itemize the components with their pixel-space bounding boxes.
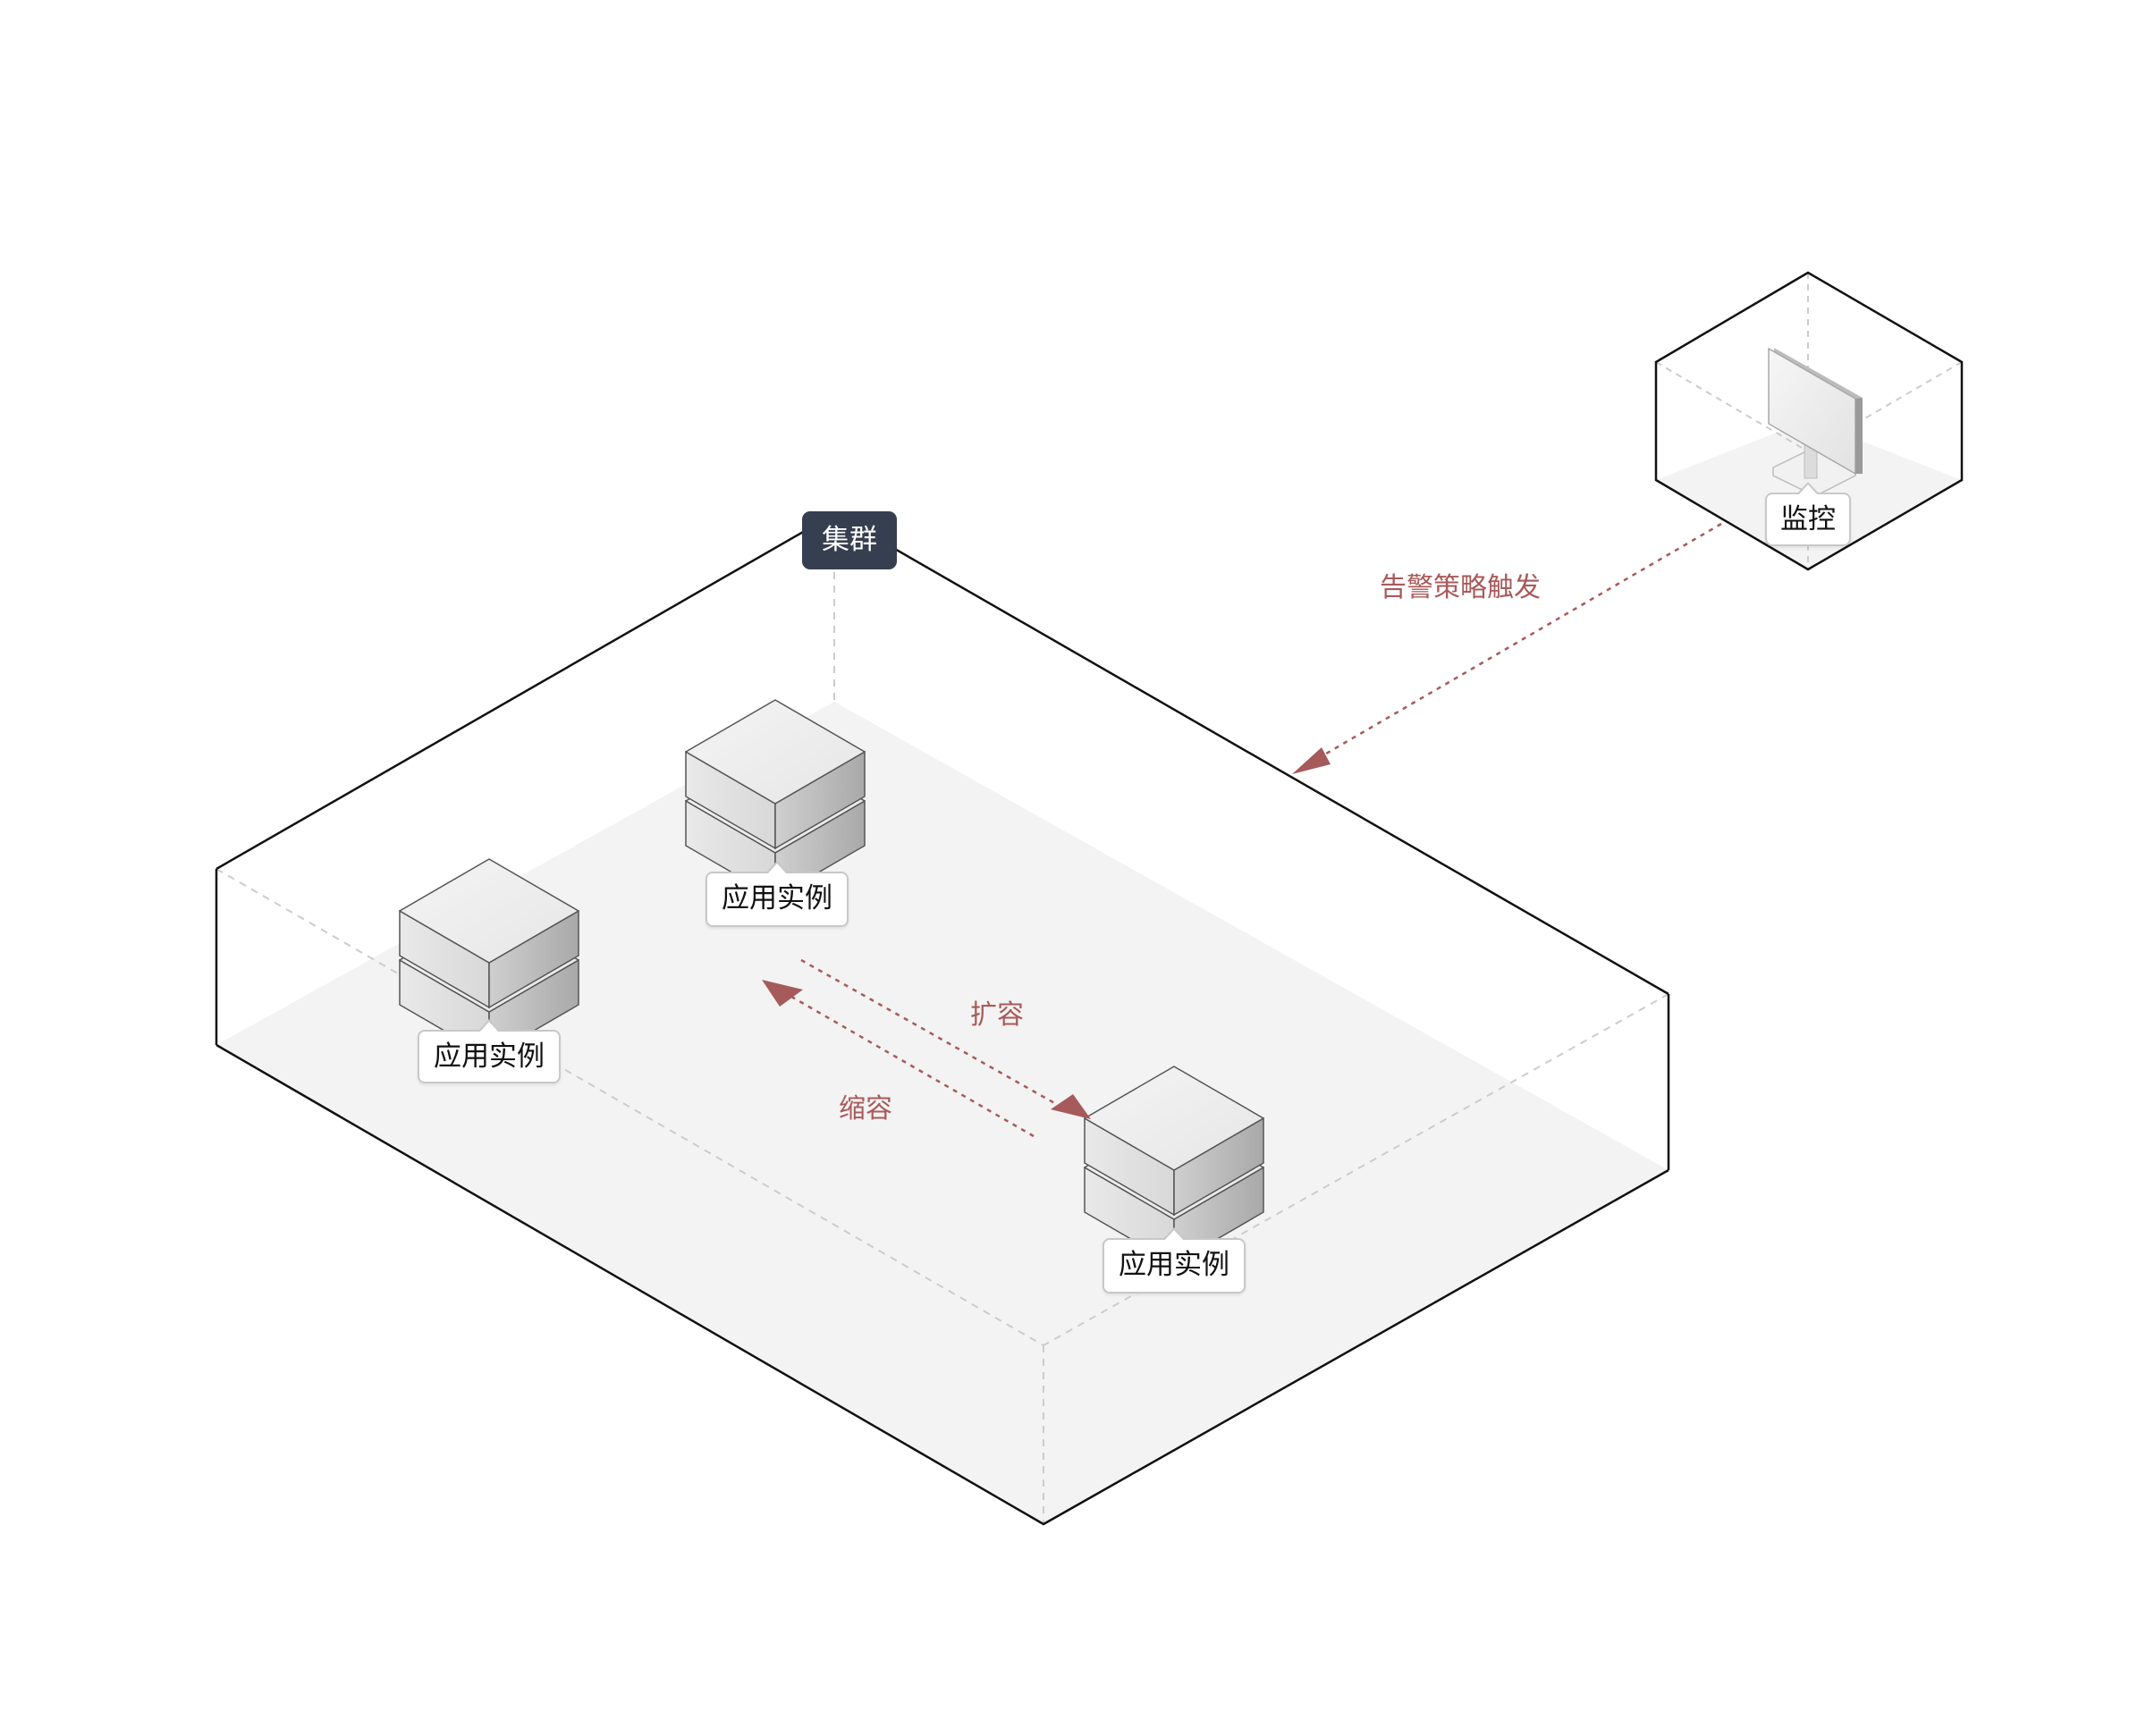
scale-in-arrowhead [762,980,803,1007]
scale-out-arrowhead [1051,1094,1091,1119]
scale-out-label: 扩容 [970,999,1024,1031]
server-stack-icon [399,858,579,1058]
scale-in-arrow [762,980,1035,1138]
cluster-dashed-guides [215,572,1669,1524]
alert-arrowhead [1292,747,1331,774]
alert-arrow [1292,522,1722,774]
cluster-label: 集群 [802,511,897,569]
instance-label-1: 应用实例 [705,861,849,927]
cluster-floor [216,702,1669,1524]
alert-trigger-label: 告警策略触发 [1380,572,1541,603]
server-stack-icon [1084,1066,1264,1266]
scale-in-label: 缩容 [839,1093,892,1125]
monitor-label: 监控 [1765,482,1851,546]
cluster-box [215,512,1670,1526]
monitor-icon [1768,347,1863,497]
scale-out-arrow [800,958,1091,1119]
instance-label-2: 应用实例 [418,1019,561,1083]
instance-label-3: 应用实例 [1103,1227,1246,1294]
